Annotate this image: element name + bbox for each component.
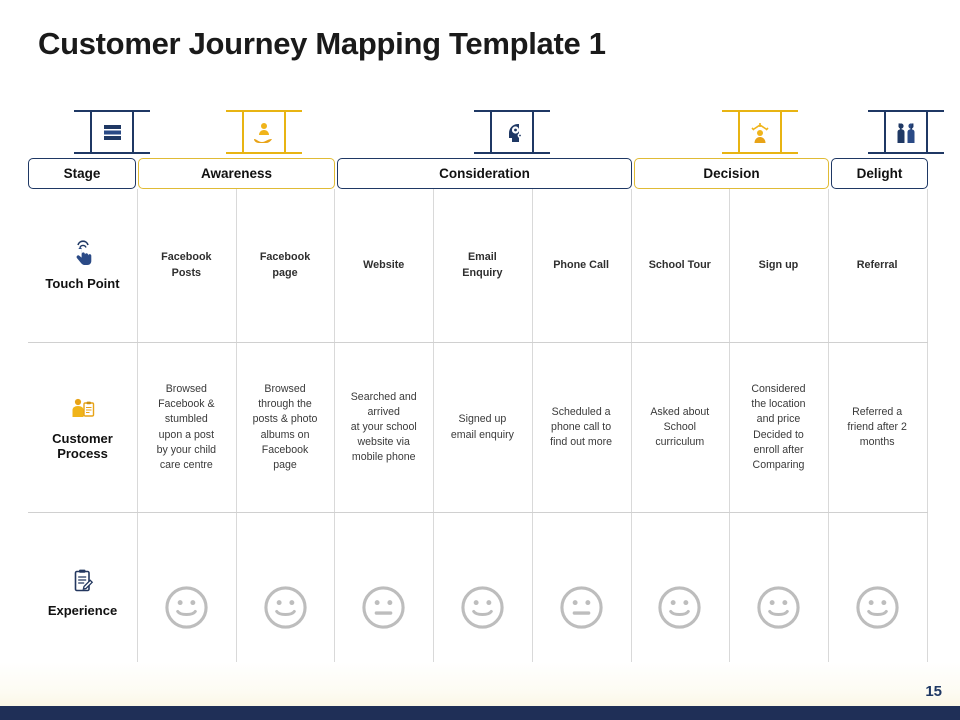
clipboard-pen-icon [68, 566, 98, 596]
list-stack-icon [95, 116, 129, 150]
grid-vline [630, 189, 632, 673]
process-cell: Referred a friend after 2 months [847, 405, 907, 449]
touchpoint-cell: Phone Call [553, 258, 609, 271]
grid-vline [729, 189, 731, 673]
stage-pill-decision[interactable]: Decision [634, 158, 829, 189]
smile-face-icon [755, 569, 802, 629]
touchpoint-cell: Facebook page [259, 251, 311, 279]
experience-cell [137, 513, 236, 672]
neutral-face-icon [360, 569, 407, 629]
grid-vline [827, 189, 829, 673]
process-cell: Browsed through the posts & photo albums… [252, 383, 318, 471]
footer-bar [0, 706, 960, 720]
page-number: 15 [925, 683, 942, 700]
stage-icon-hand-person [226, 108, 302, 158]
touchpoint-cell: Sign up [758, 258, 799, 271]
person-decision-icon [743, 116, 777, 150]
stage-icon-list-stack [74, 108, 150, 158]
touchpoint-cell: Referral [856, 258, 898, 271]
footer-gradient [0, 662, 960, 706]
grid-vline [433, 189, 435, 673]
touchpoint-cell: Email Enquiry [462, 251, 503, 279]
stage-pill-delight[interactable]: Delight [831, 158, 928, 189]
row-label-text: Touch Point [45, 276, 120, 292]
grid-vline [235, 189, 237, 673]
grid-hline [28, 342, 928, 343]
stage-header-row: Stage Awareness Consideration Decision D… [28, 158, 928, 189]
process-cell: Signed up email enquiry [450, 413, 514, 441]
process-cell: Browsed Facebook & stumbled upon a post … [156, 383, 217, 471]
stage-icon-two-people-highfive [868, 108, 944, 158]
grid-vline [531, 189, 533, 673]
page-title: Customer Journey Mapping Template 1 [38, 26, 606, 61]
touchpoint-cell: Website [363, 258, 405, 271]
stage-icon-person-decision [722, 108, 798, 158]
row-label-experience: Experience [28, 513, 137, 672]
person-clipboard-icon [68, 394, 98, 424]
touchpoint-cell: Facebook Posts [161, 251, 212, 279]
neutral-face-icon [558, 569, 605, 629]
stage-icon-strip [28, 104, 944, 158]
table-row-customer-process: Customer Process Browsed Facebook & stum… [28, 343, 928, 512]
row-label-text: Experience [47, 603, 118, 619]
two-people-highfive-icon [889, 116, 923, 150]
touchpoint-cell: School Tour [648, 258, 711, 271]
smile-face-icon [262, 569, 309, 629]
hand-person-icon [247, 116, 281, 150]
process-cell: Searched and arrived at your school webs… [350, 390, 417, 464]
process-cell: Scheduled a phone call to find out more [550, 405, 613, 449]
stage-pill-consideration[interactable]: Consideration [337, 158, 632, 189]
head-gears-icon [495, 116, 529, 150]
table-row-touch-point: Touch Point Facebook Posts Facebook page… [28, 189, 928, 342]
smile-face-icon [656, 569, 703, 629]
grid-hline [28, 512, 928, 513]
row-label-touch-point: Touch Point [28, 189, 137, 342]
smile-face-icon [459, 569, 506, 629]
process-cell: Asked about School curriculum [650, 405, 710, 449]
experience-cell [532, 513, 631, 672]
grid-vline [334, 189, 336, 673]
stage-icon-head-gears [474, 108, 550, 158]
finger-tap-icon [68, 239, 98, 269]
row-label-text: Customer Process [52, 430, 113, 461]
experience-cell [433, 513, 532, 672]
experience-cell [236, 513, 335, 672]
grid-vline [137, 189, 138, 673]
experience-cell [334, 513, 433, 672]
stage-pill-awareness[interactable]: Awareness [138, 158, 335, 189]
smile-face-icon [854, 569, 901, 629]
row-label-customer-process: Customer Process [28, 343, 137, 512]
process-cell: Considered the location and price Decide… [751, 383, 806, 471]
experience-cell [729, 513, 828, 672]
stage-label-cell: Stage [28, 158, 136, 189]
experience-cell [630, 513, 729, 672]
smile-face-icon [163, 569, 210, 629]
journey-table: Touch Point Facebook Posts Facebook page… [28, 189, 928, 673]
experience-cell [828, 513, 927, 672]
grid-vline [926, 189, 928, 673]
table-row-experience: Experience [28, 513, 928, 672]
